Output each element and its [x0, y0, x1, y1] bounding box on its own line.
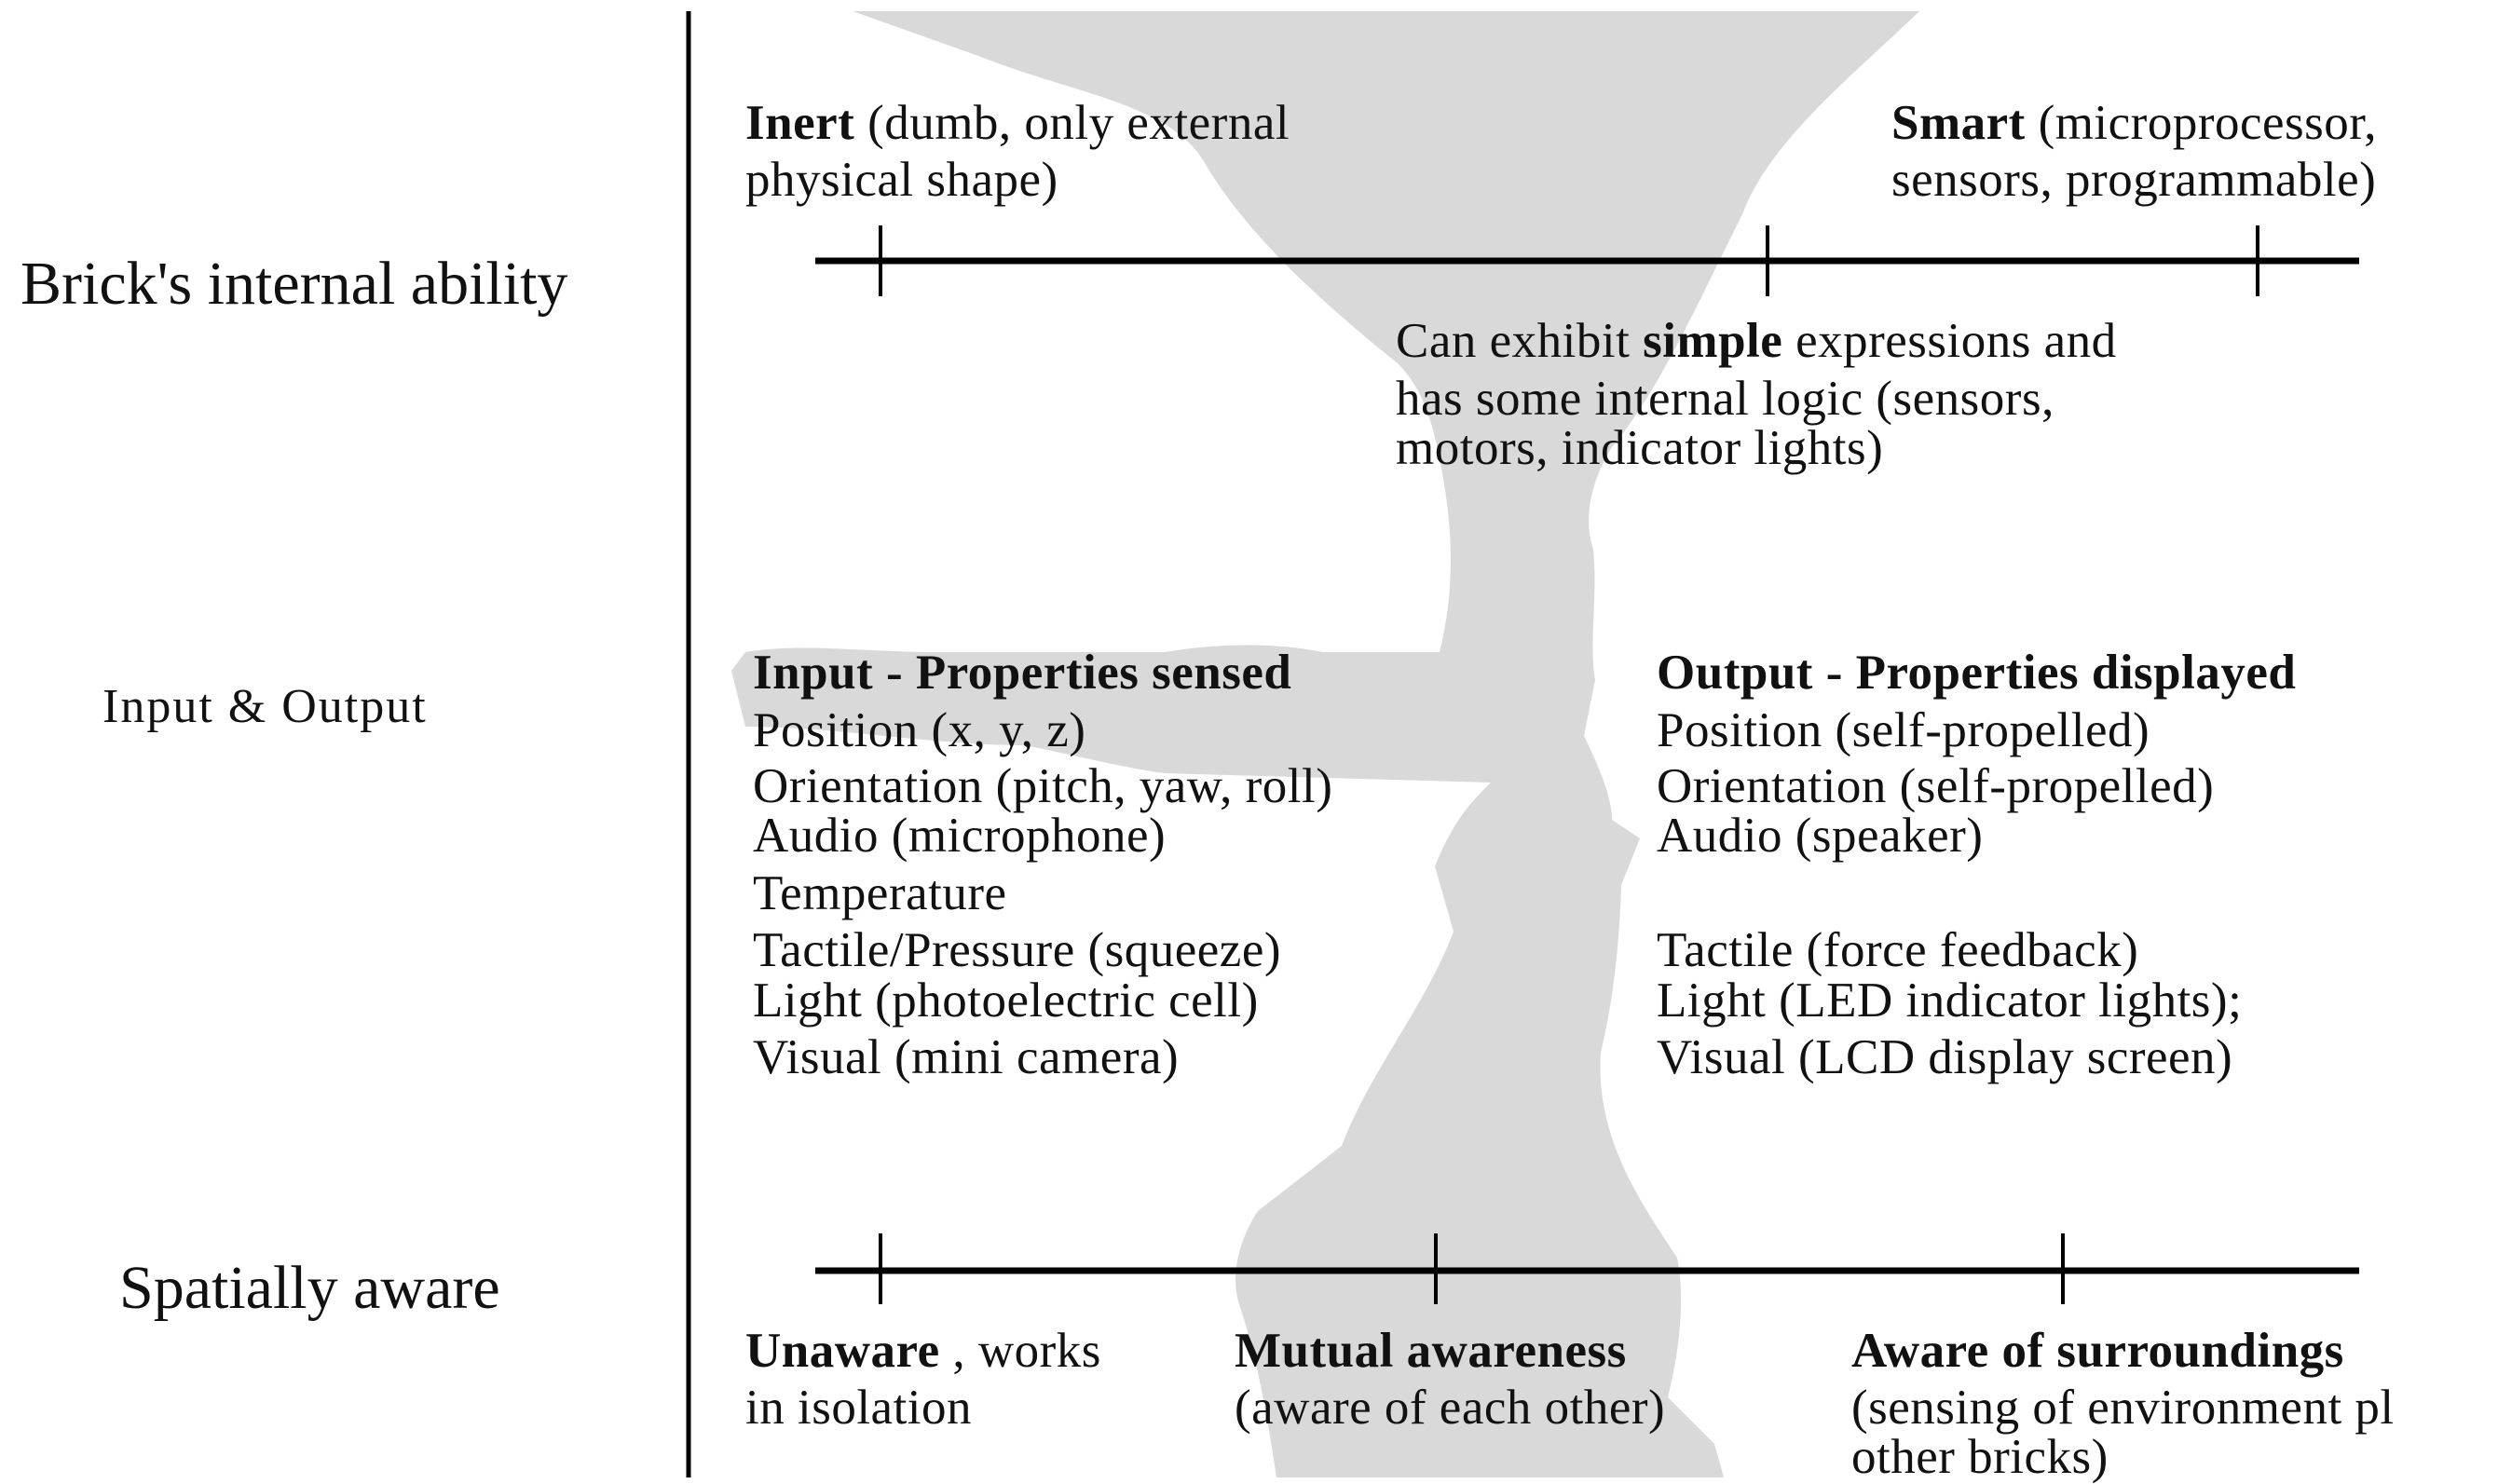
row-label-input-output: Input & Output: [102, 680, 428, 733]
unaware-desc: , works: [939, 1324, 1101, 1378]
simple-desc-line2: has some internal logic (sensors,: [1396, 372, 2054, 426]
mutual-awareness-desc: (aware of each other): [1235, 1381, 1666, 1435]
input-item: Tactile/Pressure (squeeze): [753, 923, 1281, 977]
inert-bold: Inert: [745, 96, 855, 150]
input-item: Visual (mini camera): [753, 1030, 1180, 1084]
output-header: Output - Properties displayed: [1657, 646, 2297, 700]
input-header: Input - Properties sensed: [753, 646, 1292, 700]
simple-desc: expressions and: [1782, 314, 2117, 368]
input-item: Audio (microphone): [753, 809, 1167, 863]
input-item: Light (photoelectric cell): [753, 973, 1259, 1028]
input-item: Orientation (pitch, yaw, roll): [753, 759, 1333, 813]
simple-prefix: Can exhibit: [1396, 314, 1644, 368]
background-shape: [731, 11, 1919, 1477]
output-item: Audio (speaker): [1657, 809, 1984, 863]
simple-label: Can exhibit simple expressions and: [1396, 317, 2117, 366]
inert-desc-line2: physical shape): [745, 153, 1058, 207]
output-item: Light (LED indicator lights);: [1657, 973, 2243, 1028]
row-label-spatially-aware: Spatially aware: [119, 1254, 500, 1322]
smart-bold: Smart: [1891, 96, 2026, 150]
unaware-desc-line2: in isolation: [745, 1381, 973, 1435]
unaware-bold: Unaware: [745, 1324, 940, 1378]
smart-desc-line2: sensors, programmable): [1891, 153, 2377, 207]
aware-of-surroundings-desc-line3: other bricks): [1851, 1430, 2109, 1484]
smart-label: Smart (microprocessor,: [1891, 99, 2377, 148]
unaware-label: Unaware , works: [745, 1327, 1101, 1376]
output-item: Tactile (force feedback): [1657, 923, 2139, 977]
output-item: Visual (LCD display screen): [1657, 1030, 2233, 1084]
simple-desc-line3: motors, indicator lights): [1396, 421, 1884, 475]
aware-of-surroundings-label: Aware of surroundings: [1851, 1324, 2344, 1378]
output-item: Position (self-propelled): [1657, 703, 2150, 757]
simple-bold: simple: [1643, 314, 1783, 368]
mutual-awareness-label: Mutual awareness: [1235, 1324, 1627, 1378]
input-item: Position (x, y, z): [753, 703, 1086, 757]
smart-desc: (microprocessor,: [2025, 96, 2378, 150]
aware-of-surroundings-desc: (sensing of environment pl: [1851, 1381, 2395, 1435]
input-item: Temperature: [753, 866, 1007, 920]
inert-desc: (dumb, only external: [854, 96, 1290, 150]
output-item: Orientation (self-propelled): [1657, 759, 2215, 813]
inert-label: Inert (dumb, only external: [745, 99, 1290, 148]
row-label-internal-ability: Brick's internal ability: [20, 250, 568, 318]
